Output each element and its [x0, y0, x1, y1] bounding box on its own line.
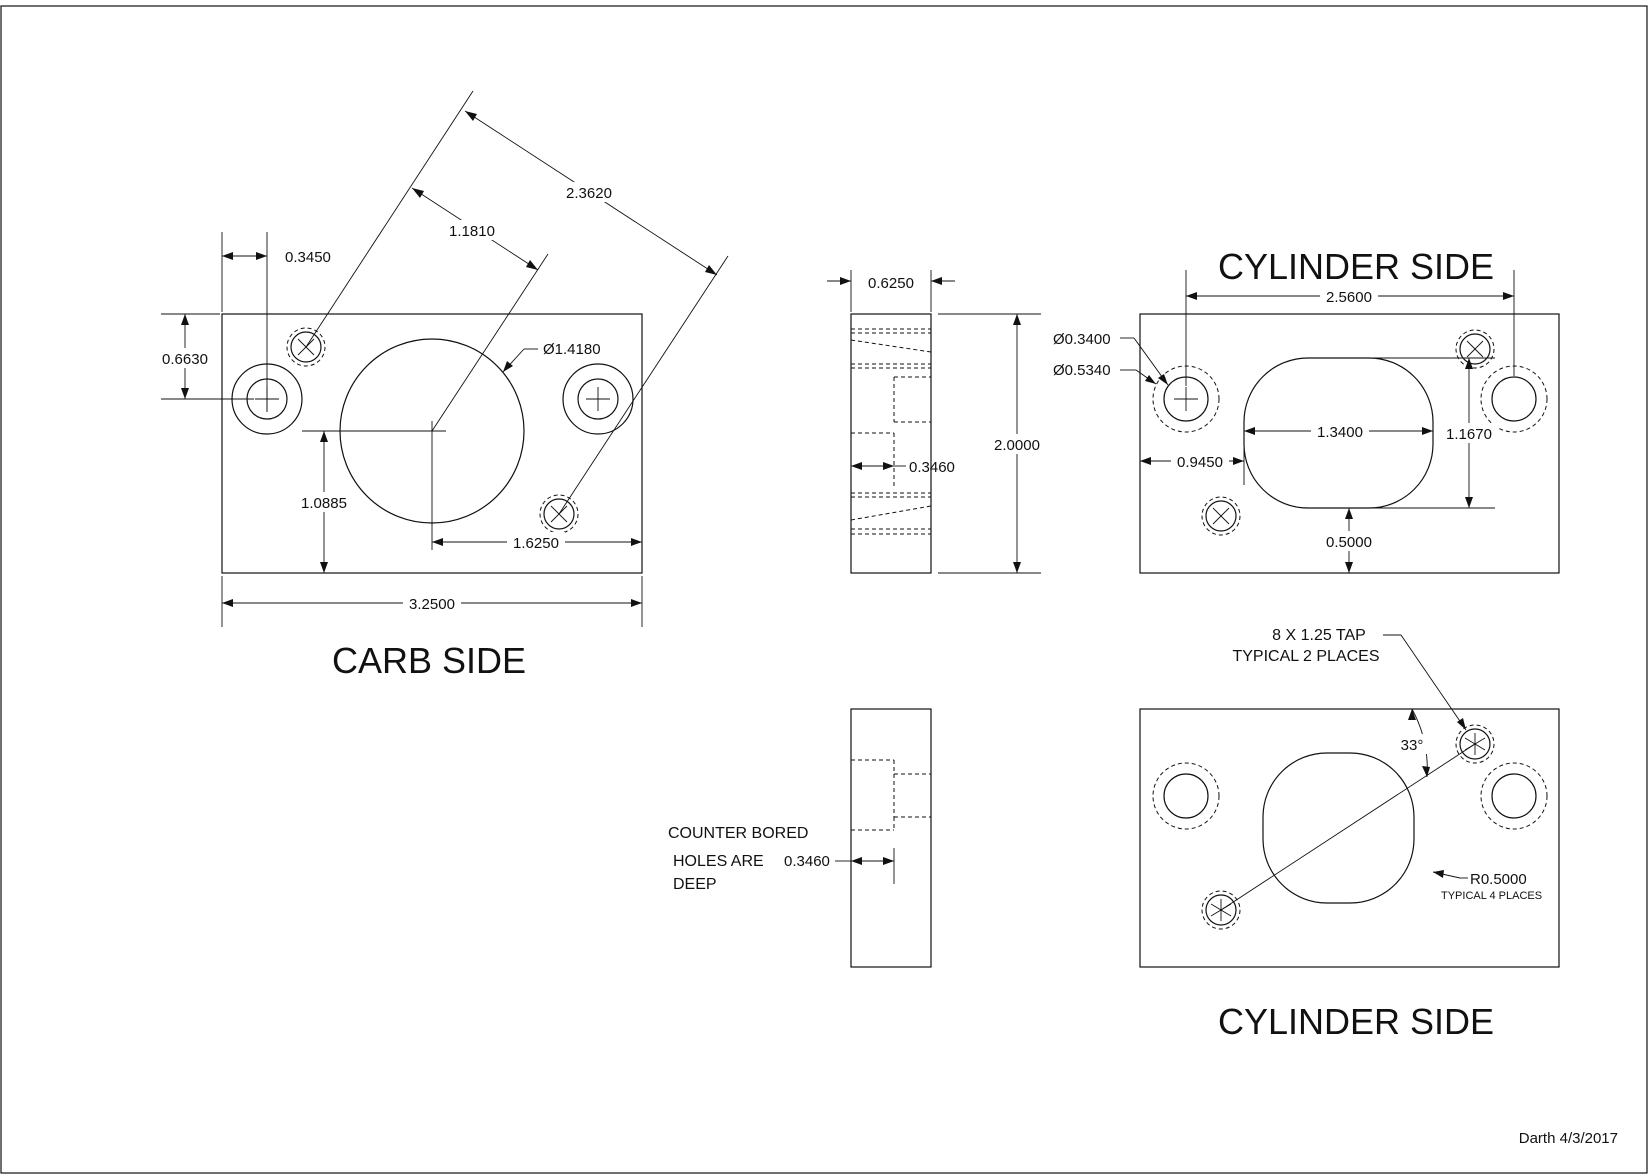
tap-note-line1: 8 X 1.25 TAP [1272, 627, 1366, 644]
cylinder-bottom-counterbore-right [1480, 762, 1548, 830]
dim-port-width: 1.3400 [1317, 424, 1363, 441]
cylinder-top-tapped-lower [1201, 496, 1241, 536]
dim-left-offset: 0.3450 [285, 249, 331, 266]
dim-angled-half: 1.1810 [449, 223, 495, 240]
side-lower-outline [850, 708, 932, 968]
dim-height: 2.0000 [994, 437, 1040, 454]
dim-bore-diameter: Ø1.4180 [543, 341, 601, 358]
carb-plate-outline [221, 313, 643, 574]
cylinder-bottom-counterbore-left [1152, 762, 1220, 830]
cylinder-bottom-hole-left [1163, 773, 1209, 819]
cylinder-side-bottom-title: CYLINDER SIDE [1218, 1001, 1494, 1042]
dim-lower-depth: 0.3460 [784, 853, 830, 870]
counterbore-note-line1: COUNTER BORED [668, 825, 808, 842]
carb-side-view: 2.3620 1.1810 0.3450 0.6630 Ø1.4180 1.08… [156, 90, 729, 681]
dim-top-offset: 0.6630 [162, 351, 208, 368]
counterbore-note-line2: HOLES ARE [673, 853, 764, 870]
dim-overall-width: 3.2500 [409, 596, 455, 613]
cylinder-side-bottom-view: 8 X 1.25 TAP TYPICAL 2 PLACES 33° R0.500… [1139, 627, 1560, 1042]
carb-hole-right [577, 378, 619, 420]
counterbore-note-line3: DEEP [673, 876, 717, 893]
dim-center-height: 1.0885 [301, 495, 347, 512]
dim-port-left: 0.9450 [1177, 454, 1223, 471]
angle-label: 33° [1401, 737, 1424, 754]
cylinder-bottom-port [1262, 752, 1415, 904]
carb-tapped-hole-upper [286, 327, 326, 367]
dim-counterbore-diameter: Ø0.5340 [1053, 362, 1111, 379]
cylinder-top-tapped-upper [1455, 329, 1495, 369]
cylinder-bottom-hole-right [1491, 773, 1537, 819]
carb-side-title: CARB SIDE [332, 640, 526, 681]
dim-port-height: 1.1670 [1446, 426, 1492, 443]
dim-port-bottom: 0.5000 [1326, 534, 1372, 551]
sheet-border [0, 5, 1648, 1174]
cylinder-side-top-view: CYLINDER SIDE 2.5600 Ø0.3400 Ø0.5340 [1053, 246, 1560, 574]
dim-thickness: 0.6250 [868, 275, 914, 292]
cylinder-bottom-tapped-lower [1201, 890, 1241, 930]
dim-angled-overall: 2.3620 [566, 185, 612, 202]
radius-label: R0.5000 [1470, 871, 1527, 888]
carb-counterbore-right [562, 363, 634, 435]
dim-center-right: 1.6250 [513, 535, 559, 552]
dim-hole-diameter: Ø0.3400 [1053, 331, 1111, 348]
radius-note: TYPICAL 4 PLACES [1441, 890, 1542, 902]
cylinder-top-hole-right [1491, 376, 1537, 422]
cylinder-side-top-title: CYLINDER SIDE [1218, 246, 1494, 287]
signature: Darth 4/3/2017 [1519, 1130, 1618, 1147]
side-section-outline [850, 313, 932, 574]
dim-counterbore-depth: 0.3460 [909, 459, 955, 476]
side-section-view: 0.6250 2.0000 0.3460 [827, 270, 1046, 574]
cylinder-bottom-plate-outline [1139, 708, 1560, 968]
tap-note-line2: TYPICAL 2 PLACES [1232, 648, 1379, 665]
side-lower-view: COUNTER BORED HOLES ARE DEEP 0.3460 [668, 708, 932, 968]
cylinder-top-plate-outline [1139, 313, 1560, 574]
cylinder-bottom-tapped-upper [1455, 724, 1495, 764]
dim-bolt-spacing: 2.5600 [1326, 289, 1372, 306]
